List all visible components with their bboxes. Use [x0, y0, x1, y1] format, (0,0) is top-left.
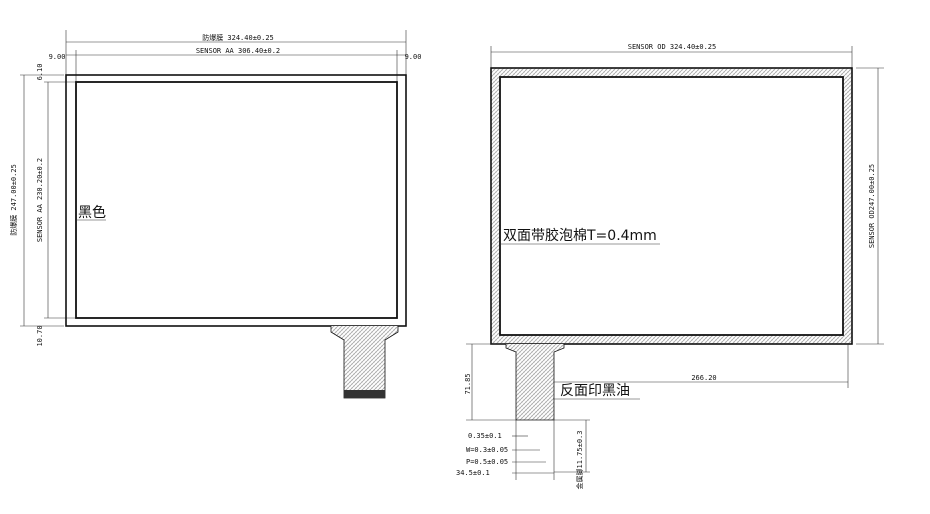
dim-finger: 金属脚11.75±0.3	[575, 431, 584, 490]
label-black: 黑色	[78, 204, 106, 221]
dim-top-gap: 6.10	[36, 64, 44, 81]
right-view: SENSOR OD 324.40±0.25 SENSOR OD247.00±0.…	[456, 43, 884, 489]
dim-p: P=0.5±0.05	[466, 458, 508, 466]
dim-margin-left: 9.00	[49, 53, 66, 61]
left-view: 防爆膜 324.40±0.25 SENSOR AA 306.40±0.2 9.0…	[9, 30, 422, 399]
dim-top-inner: SENSOR AA 306.40±0.2	[196, 47, 280, 55]
panel-outer-frame	[65, 74, 407, 327]
dim-margin-right: 9.00	[405, 53, 422, 61]
sensor-window	[499, 76, 844, 336]
label-foam: 双面带胶泡棉T=0.4mm	[503, 227, 657, 244]
dim-right-top: SENSOR OD 324.40±0.25	[628, 43, 717, 51]
left-fpc-contacts	[344, 390, 385, 398]
dim-left-inner: SENSOR AA 230.20±0.2	[36, 158, 44, 242]
right-fpc-tail	[505, 344, 565, 421]
dim-left-outer: 防爆膜 247.00±0.25	[9, 164, 18, 236]
dim-bottom-gap: 10.70	[36, 325, 44, 346]
dim-fpc-length: 71.85	[464, 373, 472, 394]
dim-thickness: 0.35±0.1	[468, 432, 502, 440]
left-fpc-tail	[330, 326, 399, 399]
dim-right-side: SENSOR OD247.00±0.25	[868, 164, 876, 248]
panel-active-area	[75, 81, 398, 319]
dim-fpc-offset: 266.20	[691, 374, 716, 382]
label-ink: 反面印黑油	[560, 383, 630, 399]
dim-top-outer: 防爆膜 324.40±0.25	[202, 33, 274, 42]
dim-width: 34.5±0.1	[456, 469, 490, 477]
dim-w: W=0.3±0.05	[466, 446, 508, 454]
